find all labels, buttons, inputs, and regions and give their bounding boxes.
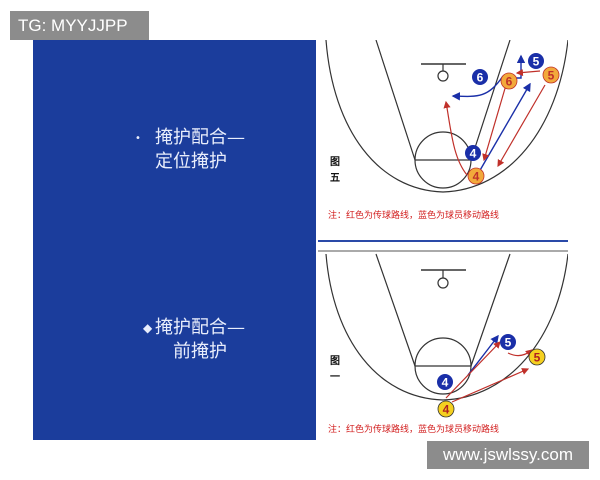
svg-text:6: 6: [477, 71, 484, 85]
top-lane-lines: [375, 40, 511, 161]
diagram-bottom: 图 一 5 5 4 4 注：红色为传球路线，蓝色为球员移动路线: [325, 253, 568, 435]
top-player-5-blue: 5: [528, 53, 544, 69]
svg-text:5: 5: [533, 55, 540, 69]
watermark-top-left: TG: MYYJJPP: [10, 11, 149, 40]
bottom-player-4-yellow: 4: [437, 400, 455, 418]
top-move-4: [478, 82, 531, 173]
bullet-diamond: ◆: [143, 321, 153, 335]
bottom-figure-label-1: 图: [330, 355, 340, 367]
bottom-pass-4-5: [451, 368, 530, 403]
top-figure-label-2: 五: [330, 172, 340, 184]
court-diagrams: 图 五 5 6 6 5 4 4: [318, 40, 568, 435]
svg-text:4: 4: [443, 403, 450, 417]
svg-text:5: 5: [548, 69, 555, 83]
bottom-pass-4-up: [445, 341, 501, 399]
slide-text-panel: • 掩护配合— 定位掩护 ◆ 掩护配合— 前掩护: [33, 40, 316, 440]
bottom-player-5-yellow: 5: [528, 348, 546, 366]
bottom-rim: [437, 277, 449, 289]
top-pass-4-curve: [443, 100, 468, 176]
top-move-6: [451, 75, 504, 101]
bottom-figure-label-2: 一: [330, 372, 340, 383]
bottom-free-throw-circle: [414, 337, 472, 395]
top-player-5-orange: 5: [542, 66, 560, 84]
top-player-4-orange: 4: [467, 167, 485, 185]
svg-text:4: 4: [473, 170, 480, 184]
item2-line1: 掩护配合—: [155, 317, 245, 338]
watermark-bottom-right: www.jswlssy.com: [427, 441, 589, 469]
top-figure-label-1: 图: [330, 156, 340, 168]
bottom-player-4-blue: 4: [437, 374, 453, 390]
diagram-top: 图 五 5 6 6 5 4 4: [325, 40, 568, 221]
top-note: 注：红色为传球路线，蓝色为球员移动路线: [328, 209, 499, 221]
bottom-move-5: [507, 349, 533, 357]
top-player-6-blue: 6: [472, 69, 488, 85]
item1-line1: 掩护配合—: [155, 127, 245, 148]
item1-line2: 定位掩护: [155, 151, 227, 172]
svg-text:6: 6: [506, 75, 513, 89]
item-front-screen: 掩护配合— 前掩护: [155, 316, 245, 364]
top-player-6-orange: 6: [500, 72, 518, 90]
svg-text:5: 5: [534, 351, 541, 365]
bottom-move-4: [467, 334, 499, 376]
svg-text:4: 4: [470, 147, 477, 161]
svg-text:4: 4: [442, 376, 449, 390]
top-rim: [437, 70, 449, 82]
top-player-4-blue: 4: [465, 145, 481, 161]
bottom-player-5-blue: 5: [500, 334, 516, 350]
item2-line2: 前掩护: [173, 341, 227, 362]
top-three-point-arc: [325, 40, 568, 193]
bottom-three-point-arc: [325, 253, 568, 401]
top-pass-6-4: [482, 84, 507, 162]
bottom-note: 注：红色为传球路线，蓝色为球员移动路线: [328, 423, 499, 435]
top-pass-5-6: [515, 68, 541, 77]
top-pass-5-4: [497, 84, 546, 168]
bullet-dot: •: [135, 133, 141, 144]
item-screen-pick: 掩护配合— 定位掩护: [155, 126, 245, 174]
svg-text:5: 5: [505, 336, 512, 350]
bottom-lane-lines: [375, 253, 511, 367]
